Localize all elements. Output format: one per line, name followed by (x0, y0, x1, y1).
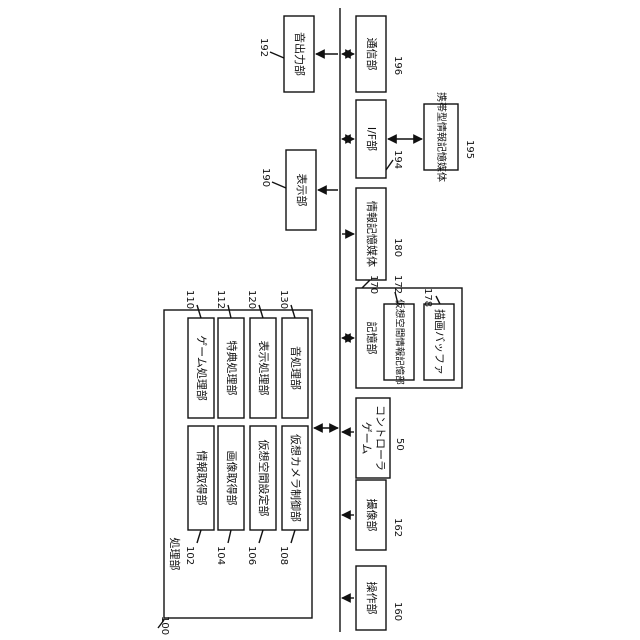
communication-ref: 196 (392, 56, 403, 75)
sound-processor-ref: 130 (278, 290, 289, 309)
info-storage-media-label: 情報記憶媒体 (365, 201, 379, 267)
virtual-camera-controller-label: 仮想カメラ制御部 (289, 434, 303, 522)
game-processor-ref: 110 (184, 290, 195, 309)
operation-label: 操作部 (365, 582, 379, 615)
virtual-space-setter-ref: 106 (246, 546, 257, 565)
display-processor-ref: 120 (246, 290, 257, 309)
game-controller-ref: 50 (394, 438, 405, 451)
info-acquirer-ref: 102 (184, 546, 195, 565)
game-controller-label-line1: ゲーム (360, 422, 373, 455)
sound-output-ref: 192 (258, 38, 269, 57)
draw-buffer-ref: 178 (422, 288, 433, 307)
virtual-space-setter-label: 仮想空間設定部 (257, 440, 271, 517)
image-acquirer-label: 画像取得部 (225, 451, 239, 506)
operation-ref: 160 (392, 602, 403, 621)
communication-label: 通信部 (365, 38, 379, 71)
if-unit-ref: 194 (392, 150, 403, 169)
virtual-space-info-storage-label: 仮想空間情報記憶部 (394, 299, 406, 385)
game-controller-label-line2: コントローラ (374, 405, 387, 471)
virtual-camera-controller-ref: 108 (278, 546, 289, 565)
display-processor-label: 表示処理部 (257, 341, 271, 396)
sound-processor-label: 音処理部 (289, 346, 303, 390)
display-ref: 190 (260, 168, 271, 187)
virtual-space-info-storage-ref: 172 (392, 275, 403, 294)
game-processor-label: ゲーム処理部 (195, 335, 209, 401)
imaging-ref: 162 (392, 518, 403, 537)
storage-ref: 170 (368, 275, 379, 294)
bonus-processor-label: 特典処理部 (225, 341, 239, 396)
draw-buffer-label: 描画バッファ (433, 309, 447, 375)
portable-media-ref: 195 (464, 140, 475, 159)
portable-media-label: 携帯型情報記憶媒体 (435, 92, 448, 182)
display-label: 表示部 (295, 174, 309, 207)
bonus-processor-ref: 112 (215, 290, 226, 309)
info-acquirer-label: 情報取得部 (195, 451, 209, 506)
storage-label: 記憶部 (365, 322, 379, 355)
image-acquirer-ref: 104 (215, 546, 226, 565)
if-unit-label: I/F部 (365, 127, 379, 151)
imaging-label: 撮像部 (365, 499, 379, 532)
info-storage-media-ref: 180 (392, 238, 403, 257)
sound-output-label: 音出力部 (293, 32, 307, 76)
processor-label: 処理部 (168, 538, 182, 571)
